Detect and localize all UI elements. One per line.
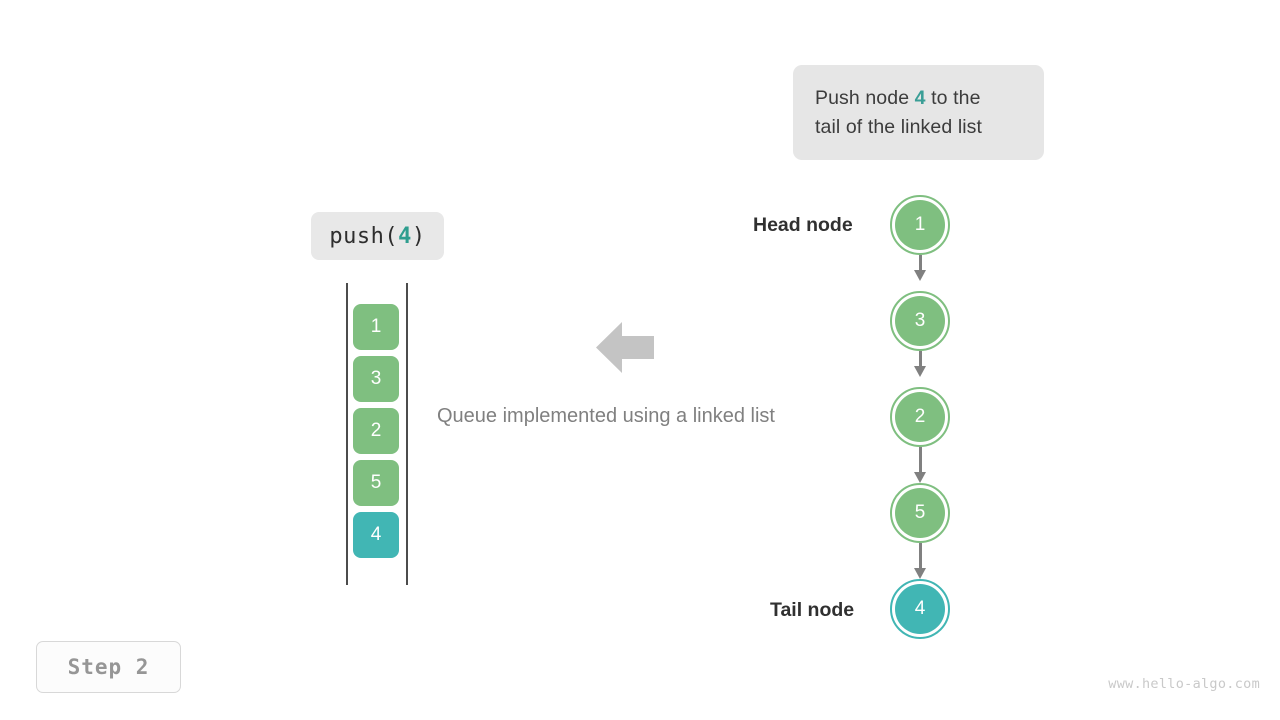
- queue-rail-left: [346, 283, 348, 585]
- linked-list-node-disc: 2: [895, 392, 945, 442]
- queue-rail-right: [406, 283, 408, 585]
- callout-line1-suffix: to the: [925, 86, 981, 109]
- push-suffix: ): [411, 223, 426, 249]
- linked-list-node-value: 2: [914, 406, 926, 427]
- queue-cell: 5: [353, 460, 399, 506]
- diagram-caption: Queue implemented using a linked list: [437, 405, 775, 427]
- linked-list-node-value: 4: [914, 598, 926, 619]
- queue-cell-value: 1: [370, 316, 382, 337]
- queue-cell-value: 4: [370, 524, 382, 545]
- linked-list-container: 1 3 2 5 4: [880, 185, 960, 645]
- queue-cell: 3: [353, 356, 399, 402]
- linked-list-node-value: 1: [914, 214, 926, 235]
- queue-cell-value: 3: [370, 368, 382, 389]
- linked-list-node-disc: 1: [895, 200, 945, 250]
- linked-list-arrow-icon: [914, 255, 926, 281]
- queue-cell-value: 2: [370, 420, 382, 441]
- callout-line1-prefix: Push node: [815, 86, 915, 109]
- step-badge: Step 2: [36, 641, 181, 693]
- push-operation-chip: push(4): [311, 212, 444, 260]
- queue-container: 1 3 2 5 4: [340, 283, 412, 585]
- linked-list-node-value: 3: [914, 310, 926, 331]
- callout-box: Push node 4 to the tail of the linked li…: [793, 65, 1044, 160]
- linked-list-node: 2: [890, 387, 950, 447]
- callout-line2: tail of the linked list: [815, 115, 983, 138]
- linked-list-node-disc: 5: [895, 488, 945, 538]
- head-node-label: Head node: [753, 214, 853, 236]
- queue-cell-value: 5: [370, 472, 382, 493]
- linked-list-arrow-icon: [914, 351, 926, 377]
- queue-cell-list: 1 3 2 5 4: [353, 304, 399, 564]
- queue-cell: 2: [353, 408, 399, 454]
- linked-list-arrow-icon: [914, 447, 926, 483]
- callout-highlight-value: 4: [914, 86, 926, 109]
- linked-list-node-disc: 4: [895, 584, 945, 634]
- watermark: www.hello-algo.com: [1108, 676, 1260, 692]
- tail-node-label: Tail node: [770, 599, 855, 621]
- left-arrow-icon: [596, 322, 654, 373]
- linked-list-node: 5: [890, 483, 950, 543]
- push-operation-label: push(4): [329, 224, 425, 249]
- push-prefix: push(: [329, 223, 399, 249]
- linked-list-node: 3: [890, 291, 950, 351]
- linked-list-node-value: 5: [914, 502, 926, 523]
- linked-list-node: 1: [890, 195, 950, 255]
- linked-list-node: 4: [890, 579, 950, 639]
- linked-list-arrow-icon: [914, 543, 926, 579]
- queue-cell: 1: [353, 304, 399, 350]
- queue-cell: 4: [353, 512, 399, 558]
- callout-text: Push node 4 to the tail of the linked li…: [815, 84, 982, 142]
- push-argument-value: 4: [398, 223, 412, 249]
- linked-list-node-disc: 3: [895, 296, 945, 346]
- step-badge-label: Step 2: [67, 655, 150, 679]
